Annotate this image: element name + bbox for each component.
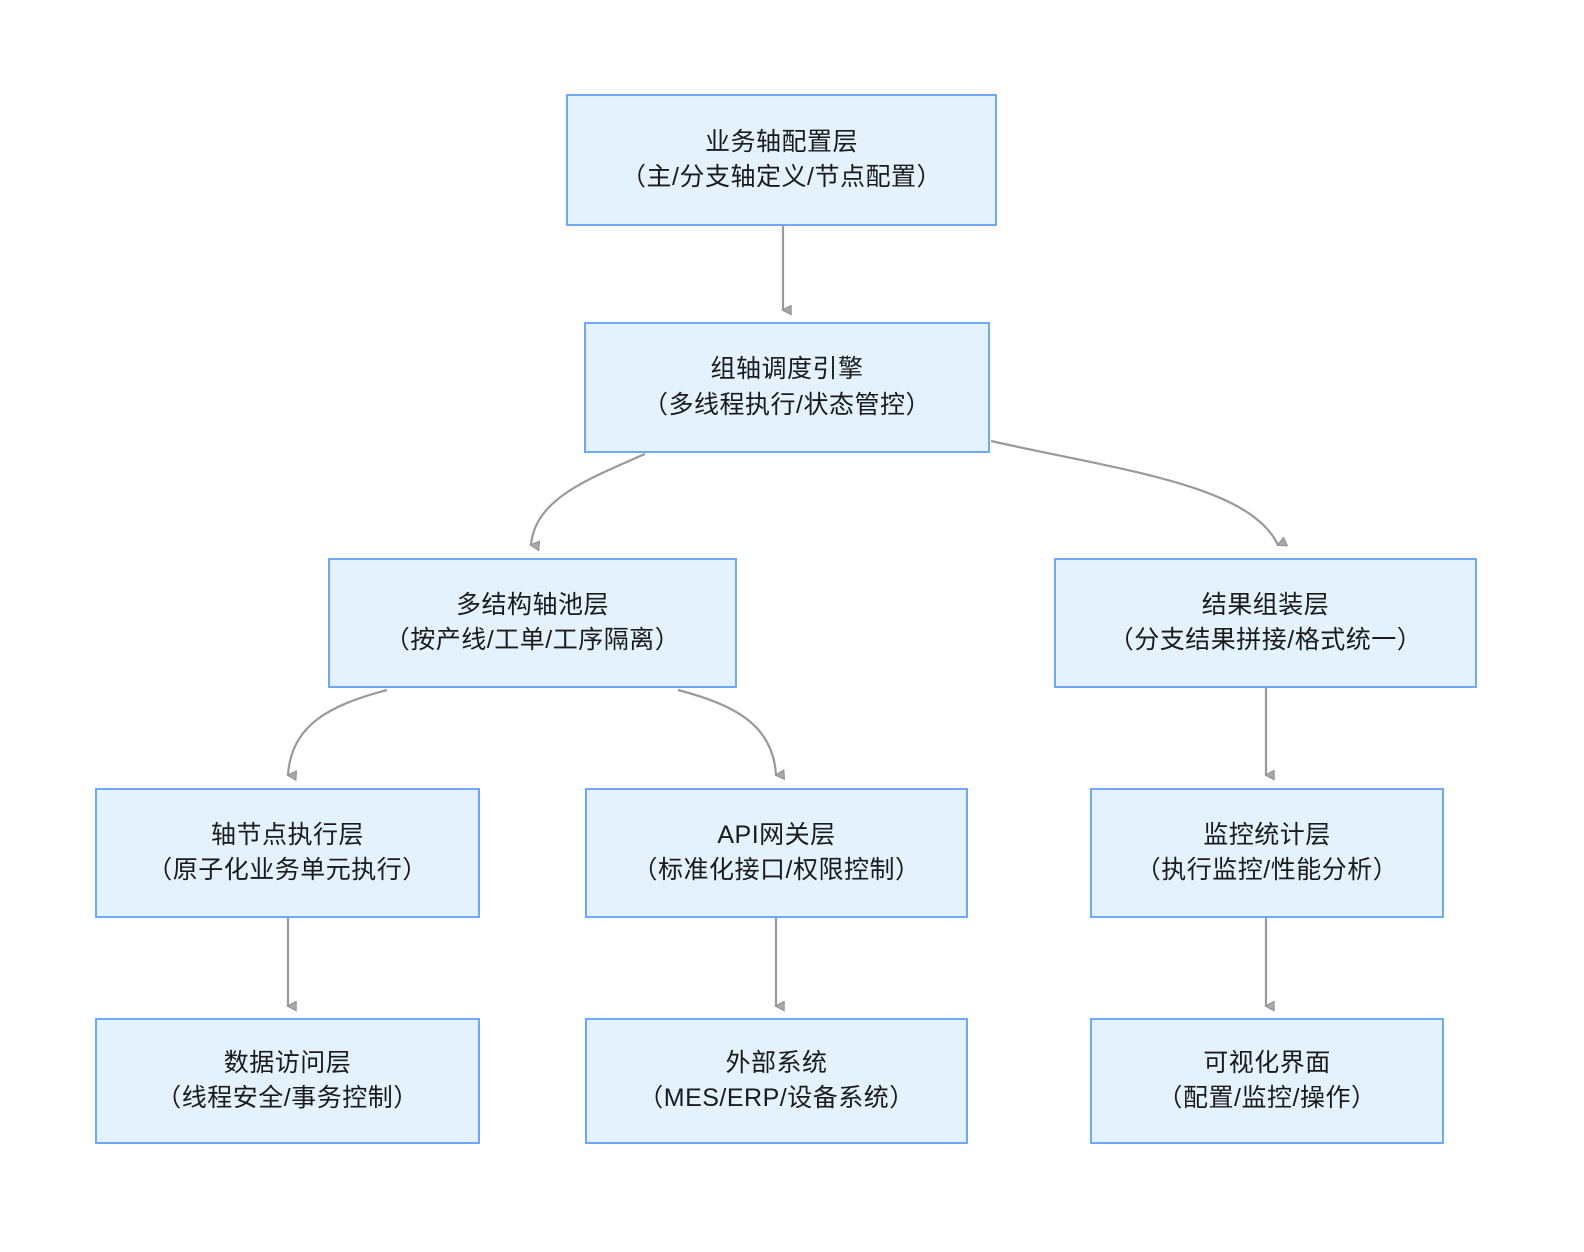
node-external-systems[interactable]: 外部系统 （MES/ERP/设备系统） (585, 1018, 968, 1144)
node-subtitle: （标准化接口/权限控制） (632, 856, 921, 884)
node-subtitle: （主/分支轴定义/节点配置） (621, 163, 942, 191)
node-subtitle: （按产线/工单/工序隔离） (384, 626, 681, 654)
node-title: API网关层 (717, 820, 836, 849)
edge-scheduler-to-pool (531, 452, 646, 545)
node-data-access[interactable]: 数据访问层 （线程安全/事务控制） (95, 1018, 480, 1144)
node-result-assembly[interactable]: 结果组装层 （分支结果拼接/格式统一） (1054, 558, 1477, 688)
node-title: 多结构轴池层 (455, 590, 609, 619)
edge-pool-to-axis-node (288, 688, 388, 775)
node-title: 组轴调度引擎 (710, 355, 864, 383)
node-multi-structure-axis-pool[interactable]: 多结构轴池层 （按产线/工单/工序隔离） (328, 558, 737, 688)
node-title: 业务轴配置层 (704, 127, 858, 156)
node-subtitle: （配置/监控/操作） (1157, 1084, 1377, 1112)
node-subtitle: （MES/ERP/设备系统） (638, 1084, 915, 1112)
node-title: 可视化界面 (1203, 1048, 1331, 1077)
edge-pool-to-api-gateway (677, 688, 776, 775)
node-title: 数据访问层 (223, 1048, 352, 1077)
node-title: 轴节点执行层 (210, 820, 364, 849)
node-api-gateway[interactable]: API网关层 （标准化接口/权限控制） (585, 788, 968, 918)
edge-scheduler-to-assembly (990, 439, 1278, 545)
node-monitoring-statistics[interactable]: 监控统计层 （执行监控/性能分析） (1090, 788, 1444, 918)
node-subtitle: （执行监控/性能分析） (1135, 856, 1399, 884)
node-subtitle: （多线程执行/状态管控） (643, 390, 931, 419)
node-subtitle: （线程安全/事务控制） (156, 1084, 419, 1112)
node-visualization-ui[interactable]: 可视化界面 （配置/监控/操作） (1090, 1018, 1444, 1144)
node-group-axis-scheduler[interactable]: 组轴调度引擎 （多线程执行/状态管控） (584, 322, 990, 453)
node-title: 结果组装层 (1201, 590, 1330, 619)
node-business-axis-config[interactable]: 业务轴配置层 （主/分支轴定义/节点配置） (566, 94, 997, 226)
node-axis-node-execution[interactable]: 轴节点执行层 （原子化业务单元执行） (95, 788, 480, 918)
node-title: 外部系统 (725, 1048, 828, 1077)
node-title: 监控统计层 (1203, 820, 1331, 849)
node-subtitle: （原子化业务单元执行） (147, 856, 428, 884)
node-subtitle: （分支结果拼接/格式统一） (1108, 626, 1423, 654)
